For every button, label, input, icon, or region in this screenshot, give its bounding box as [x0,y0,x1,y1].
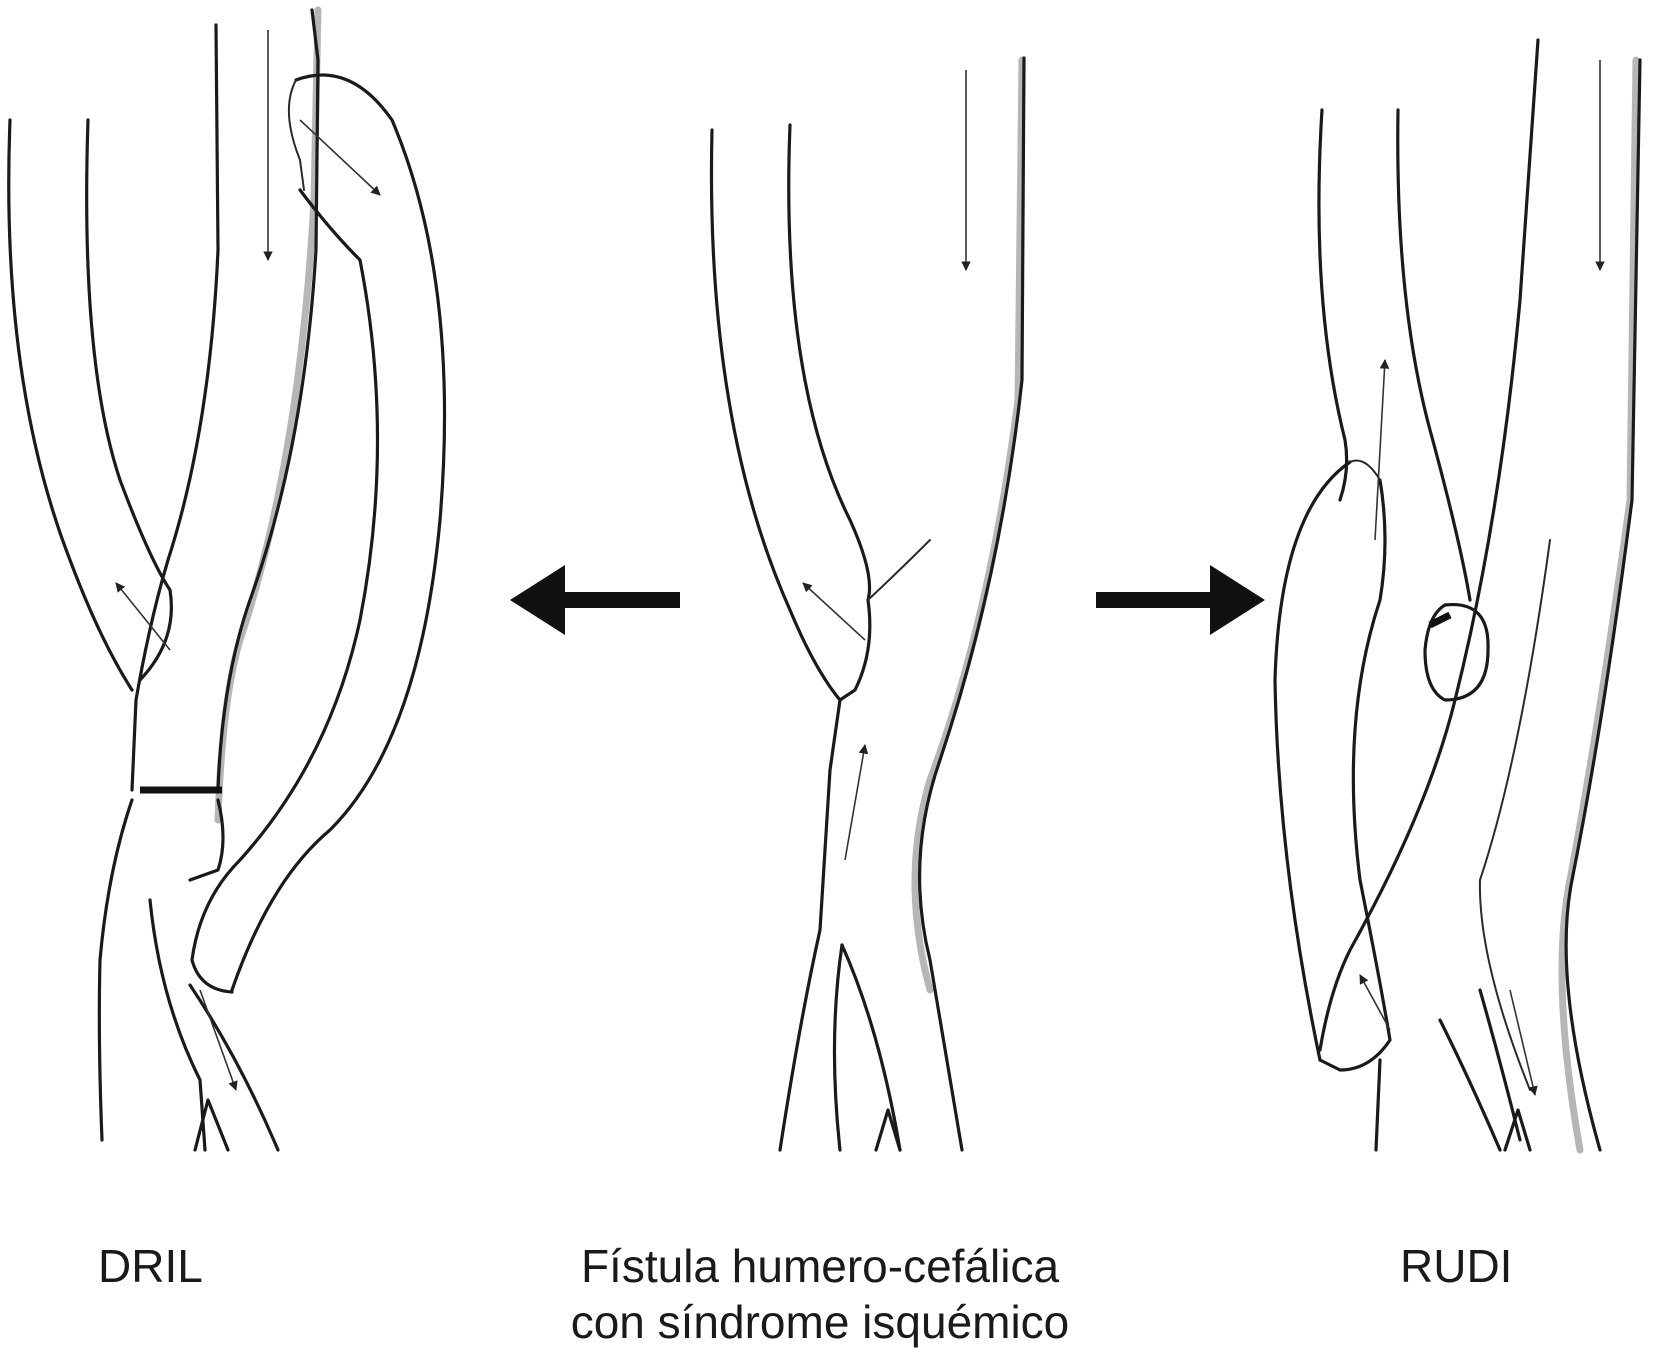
center-branch-right [840,943,902,1152]
dril-distal-artery-left [97,798,134,1142]
dril-branch-c [193,1098,230,1152]
rudi-graft-outer [1273,460,1352,1062]
center-branch-left [832,943,844,1152]
dril-vein-outer [7,118,134,692]
dril-graft-cap [287,79,305,191]
center-branch-tip [874,1108,902,1152]
dril-branch-b [188,983,280,1152]
dril-flow-arrow-2 [299,119,381,196]
rudi-anastomosis-loop [1423,602,1490,702]
fistula-panel [709,56,1026,1152]
dril-branch-a [148,898,207,1152]
fistula-label: Fístula humero-cefálica con síndrome isq… [510,1238,1130,1350]
dril-graft-inner [190,188,380,994]
dril-flow-arrow-4 [199,989,238,1091]
center-artery-shading [911,56,1026,994]
rudi-flow-arrow-3 [1359,974,1391,1031]
rudi-distal-tip [1503,1108,1532,1152]
rudi-graft-inner [1318,478,1392,1072]
rudi-distal-2 [1438,1018,1502,1152]
center-artery-left-wall [778,698,842,1152]
center-flow-arrow-2 [802,582,866,641]
center-vein-outer [709,128,842,702]
center-flow-arrow-3 [844,744,869,861]
dril-graft-outer [230,73,447,992]
center-anastomosis [867,539,931,601]
dril-distal-artery-right [188,798,225,882]
rudi-flow-arrow-2 [1374,359,1390,541]
rudi-flow-arrow-4 [1509,989,1538,1096]
dril-vein-inner [85,118,173,682]
rudi-label: RUDI [1400,1240,1513,1292]
arrow-right-icon [1096,565,1265,635]
center-vein-inner [787,123,872,702]
fistula-label-line-1: Fístula humero-cefálica [580,1240,1060,1292]
arrow-left-icon [510,565,680,635]
rudi-panel [1273,38,1642,1154]
rudi-thin-vessel [1478,539,1551,1091]
rudi-artery-right-wall [1564,58,1642,1152]
rudi-vein-outer [1317,108,1349,502]
rudi-vein-inner [1396,108,1472,602]
rudi-graft-cap [1349,459,1381,481]
dril-panel [7,6,447,1152]
rudi-artery-left-wall [1318,38,1540,1052]
dril-artery-right-wall [216,8,320,792]
rudi-distal-1 [1374,1058,1382,1152]
dril-flow-arrow-3 [115,582,171,651]
rudi-ligature [1428,611,1452,629]
center-artery-right-wall [918,56,1026,1152]
fistula-label-line-2: con síndrome isquémico [570,1296,1070,1348]
dril-label: DRIL [98,1240,203,1292]
dril-artery-left-wall [130,23,220,792]
rudi-artery-shading [1558,56,1640,1154]
